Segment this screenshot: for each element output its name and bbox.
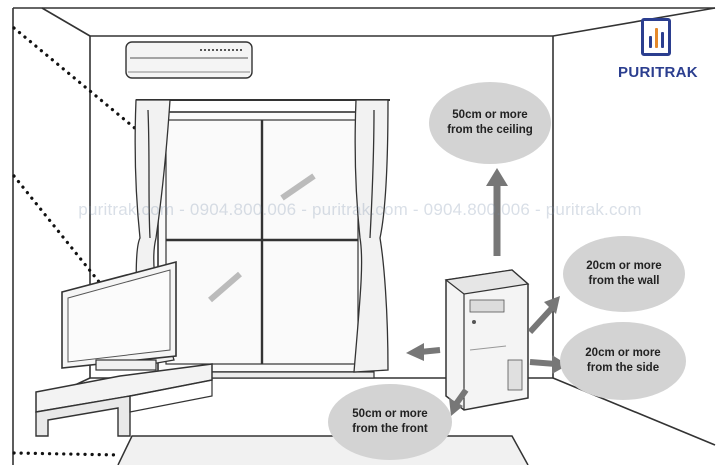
brand-logo: PURITRAK: [612, 18, 704, 88]
air-conditioner: [125, 41, 253, 79]
ceiling-clearance-distance: 50cm or more: [452, 109, 528, 121]
side-clearance-distance: 20cm or more: [585, 347, 661, 359]
brand-name: PURITRAK: [618, 64, 698, 81]
front-clearance-distance: 50cm or more: [352, 408, 428, 420]
side-clearance-reference: from the side: [586, 362, 660, 374]
tv-stand: [35, 363, 213, 437]
side-clearance-label: 20cm or more from the side: [560, 322, 686, 400]
rug: [117, 435, 529, 465]
window: [149, 111, 375, 379]
wall-clearance-label: 20cm or more from the wall: [563, 236, 685, 312]
room-walls: [12, 7, 716, 465]
air-purifier: [444, 269, 530, 411]
ceiling-clearance-label: 50cm or more from the ceiling: [429, 82, 551, 164]
wall-clearance-reference: from the wall: [588, 275, 660, 287]
clearance-arrows: [406, 168, 568, 416]
front-clearance-reference: from the front: [352, 423, 428, 435]
watermark-text: puritrak.com - 0904.800.006 - puritrak.c…: [78, 200, 642, 219]
ceiling-clearance-reference: from the ceiling: [447, 124, 533, 136]
logo-mark-icon: [641, 18, 671, 56]
television: [61, 260, 177, 371]
wall-clearance-distance: 20cm or more: [586, 260, 662, 272]
front-clearance-label: 50cm or more from the front: [328, 384, 452, 460]
